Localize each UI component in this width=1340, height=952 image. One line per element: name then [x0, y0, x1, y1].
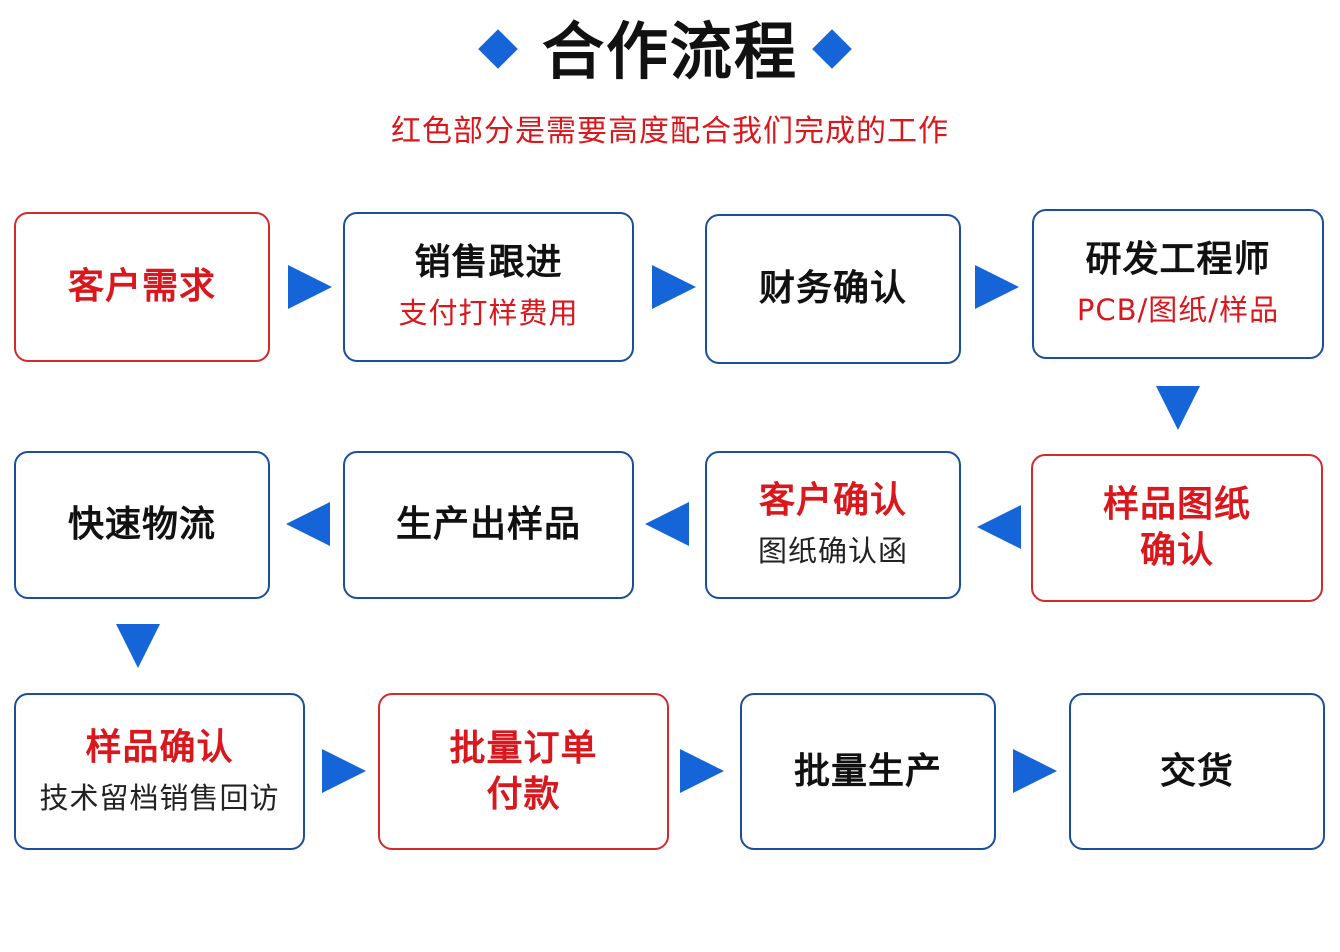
- arrow-down-icon: [116, 624, 160, 668]
- step-sample-drawing-confirm: 样品图纸 确认: [1031, 454, 1323, 602]
- step-title: 快速物流: [67, 504, 216, 545]
- step-customer-demand: 客户需求: [14, 212, 270, 362]
- step-title: 客户需求: [67, 266, 216, 307]
- arrow-right-icon: [322, 749, 366, 793]
- step-title: 批量订单: [449, 727, 598, 769]
- page-subtitle: 红色部分是需要高度配合我们完成的工作: [391, 114, 949, 149]
- step-subtitle: 技术留档销售回访: [39, 780, 280, 815]
- step-title: 客户确认: [758, 480, 907, 521]
- step-title-line2: 确认: [1139, 530, 1214, 571]
- step-sales-followup: 销售跟进 支付打样费用: [343, 212, 634, 362]
- step-title: 样品图纸: [1102, 484, 1251, 525]
- step-finance-confirm: 财务确认: [705, 214, 961, 364]
- arrow-left-icon: [286, 502, 330, 546]
- step-title: 批量生产: [793, 750, 942, 792]
- step-bulk-order-payment: 批量订单 付款: [378, 693, 669, 850]
- step-title: 财务确认: [758, 268, 907, 309]
- step-subtitle: 图纸确认函: [757, 534, 908, 568]
- page-title: 合作流程: [541, 15, 798, 88]
- arrow-down-icon: [1156, 386, 1200, 430]
- step-produce-sample: 生产出样品: [343, 451, 634, 599]
- step-title-line2: 付款: [486, 773, 561, 815]
- arrow-right-icon: [1013, 749, 1057, 793]
- arrow-right-icon: [975, 265, 1019, 309]
- step-fast-logistics: 快速物流: [14, 451, 270, 599]
- step-title: 销售跟进: [414, 242, 563, 283]
- step-subtitle: PCB/图纸/样品: [1076, 293, 1280, 327]
- step-delivery: 交货: [1069, 693, 1325, 850]
- step-subtitle: 支付打样费用: [398, 296, 579, 330]
- step-title: 研发工程师: [1085, 239, 1271, 280]
- step-title: 生产出样品: [395, 504, 581, 545]
- step-rd-engineer: 研发工程师 PCB/图纸/样品: [1032, 209, 1324, 359]
- arrow-left-icon: [977, 505, 1021, 549]
- step-title: 样品确认: [85, 726, 234, 768]
- arrow-right-icon: [680, 749, 724, 793]
- arrow-right-icon: [288, 265, 332, 309]
- step-sample-confirm: 样品确认 技术留档销售回访: [14, 693, 305, 850]
- step-mass-production: 批量生产: [740, 693, 996, 850]
- step-customer-confirm: 客户确认 图纸确认函: [705, 451, 961, 599]
- arrow-right-icon: [652, 265, 696, 309]
- arrow-left-icon: [645, 502, 689, 546]
- step-title: 交货: [1159, 750, 1234, 792]
